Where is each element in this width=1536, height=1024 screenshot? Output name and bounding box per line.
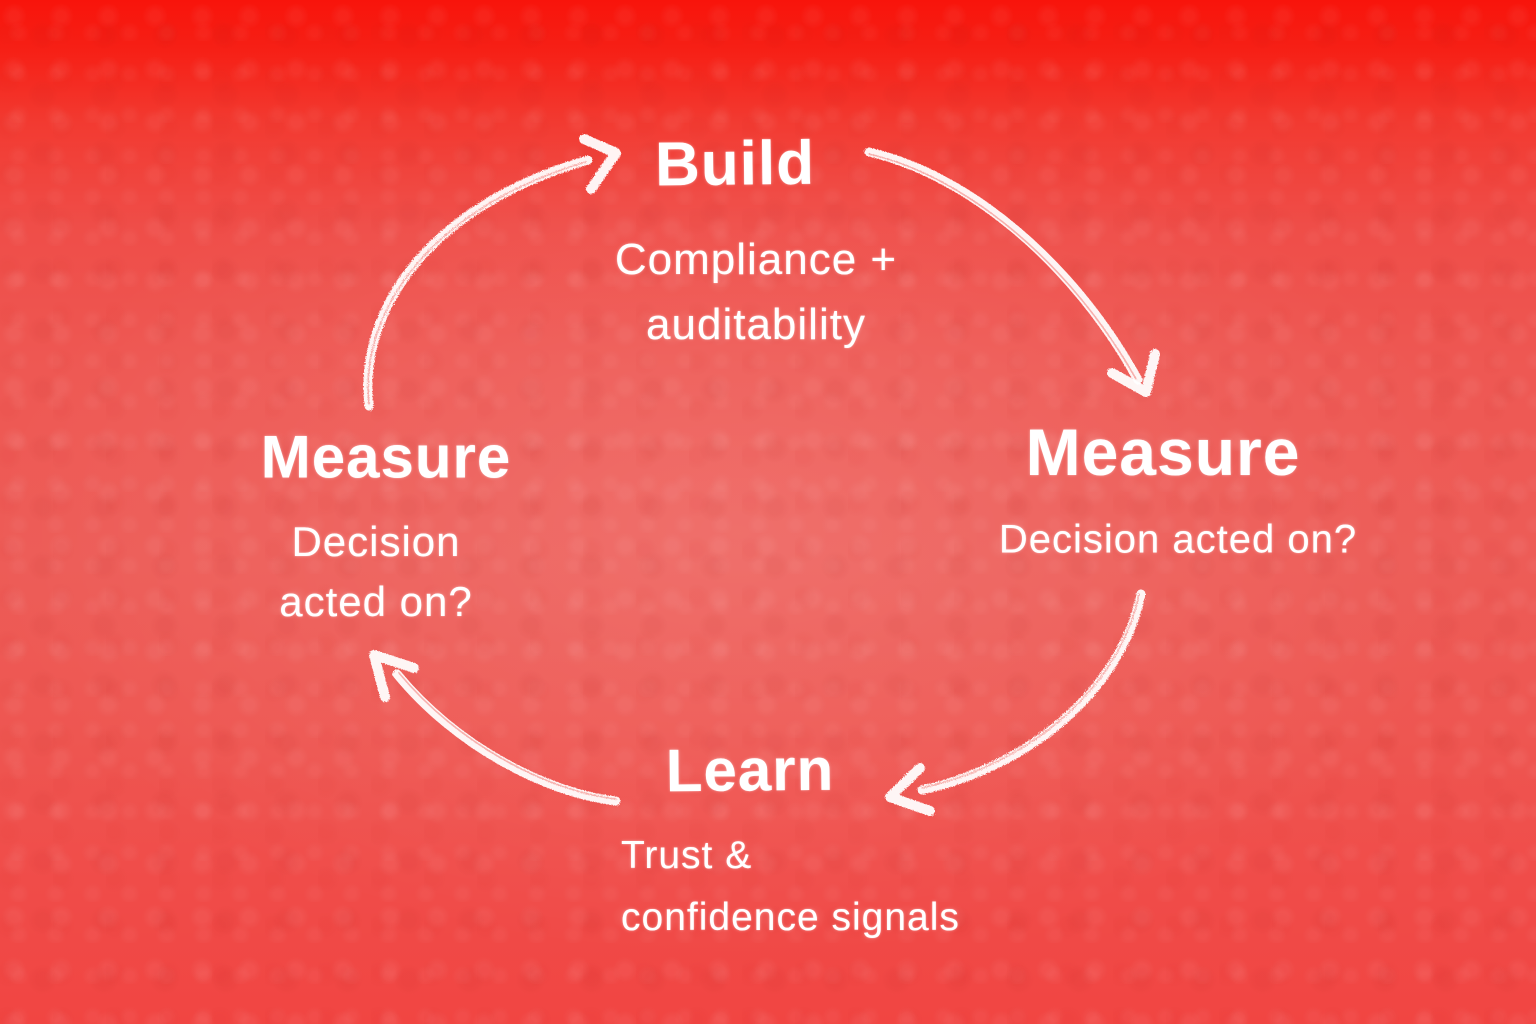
node-learn-subtitle: Trust & confidence signals	[621, 825, 960, 949]
arrow-measure-left-to-build-icon	[363, 134, 621, 411]
node-build-subtitle-line1: Compliance +	[614, 235, 898, 284]
node-learn-title: Learn	[665, 735, 835, 805]
node-measure-left-title: Measure	[260, 423, 512, 491]
node-learn-subtitle-line2: confidence signals	[621, 896, 960, 939]
node-measure-left-subtitle: Decision acted on?	[279, 512, 473, 632]
node-build-subtitle-line2: auditability	[646, 300, 866, 349]
arrow-measure-right-to-learn-icon	[885, 589, 1146, 816]
arrow-build-to-measure-right-icon	[864, 147, 1160, 397]
node-measure-right-title: Measure	[1025, 415, 1301, 489]
node-build-title: Build	[654, 128, 816, 200]
node-measure-left-subtitle-line2: acted on?	[279, 578, 473, 625]
arrow-learn-to-measure-left-icon	[369, 650, 621, 806]
node-learn-subtitle-line1: Trust &	[621, 834, 753, 877]
node-measure-left-subtitle-line1: Decision	[291, 518, 461, 565]
node-build-subtitle: Compliance + auditability	[615, 227, 897, 357]
node-measure-right-subtitle: Decision acted on?	[998, 517, 1358, 562]
